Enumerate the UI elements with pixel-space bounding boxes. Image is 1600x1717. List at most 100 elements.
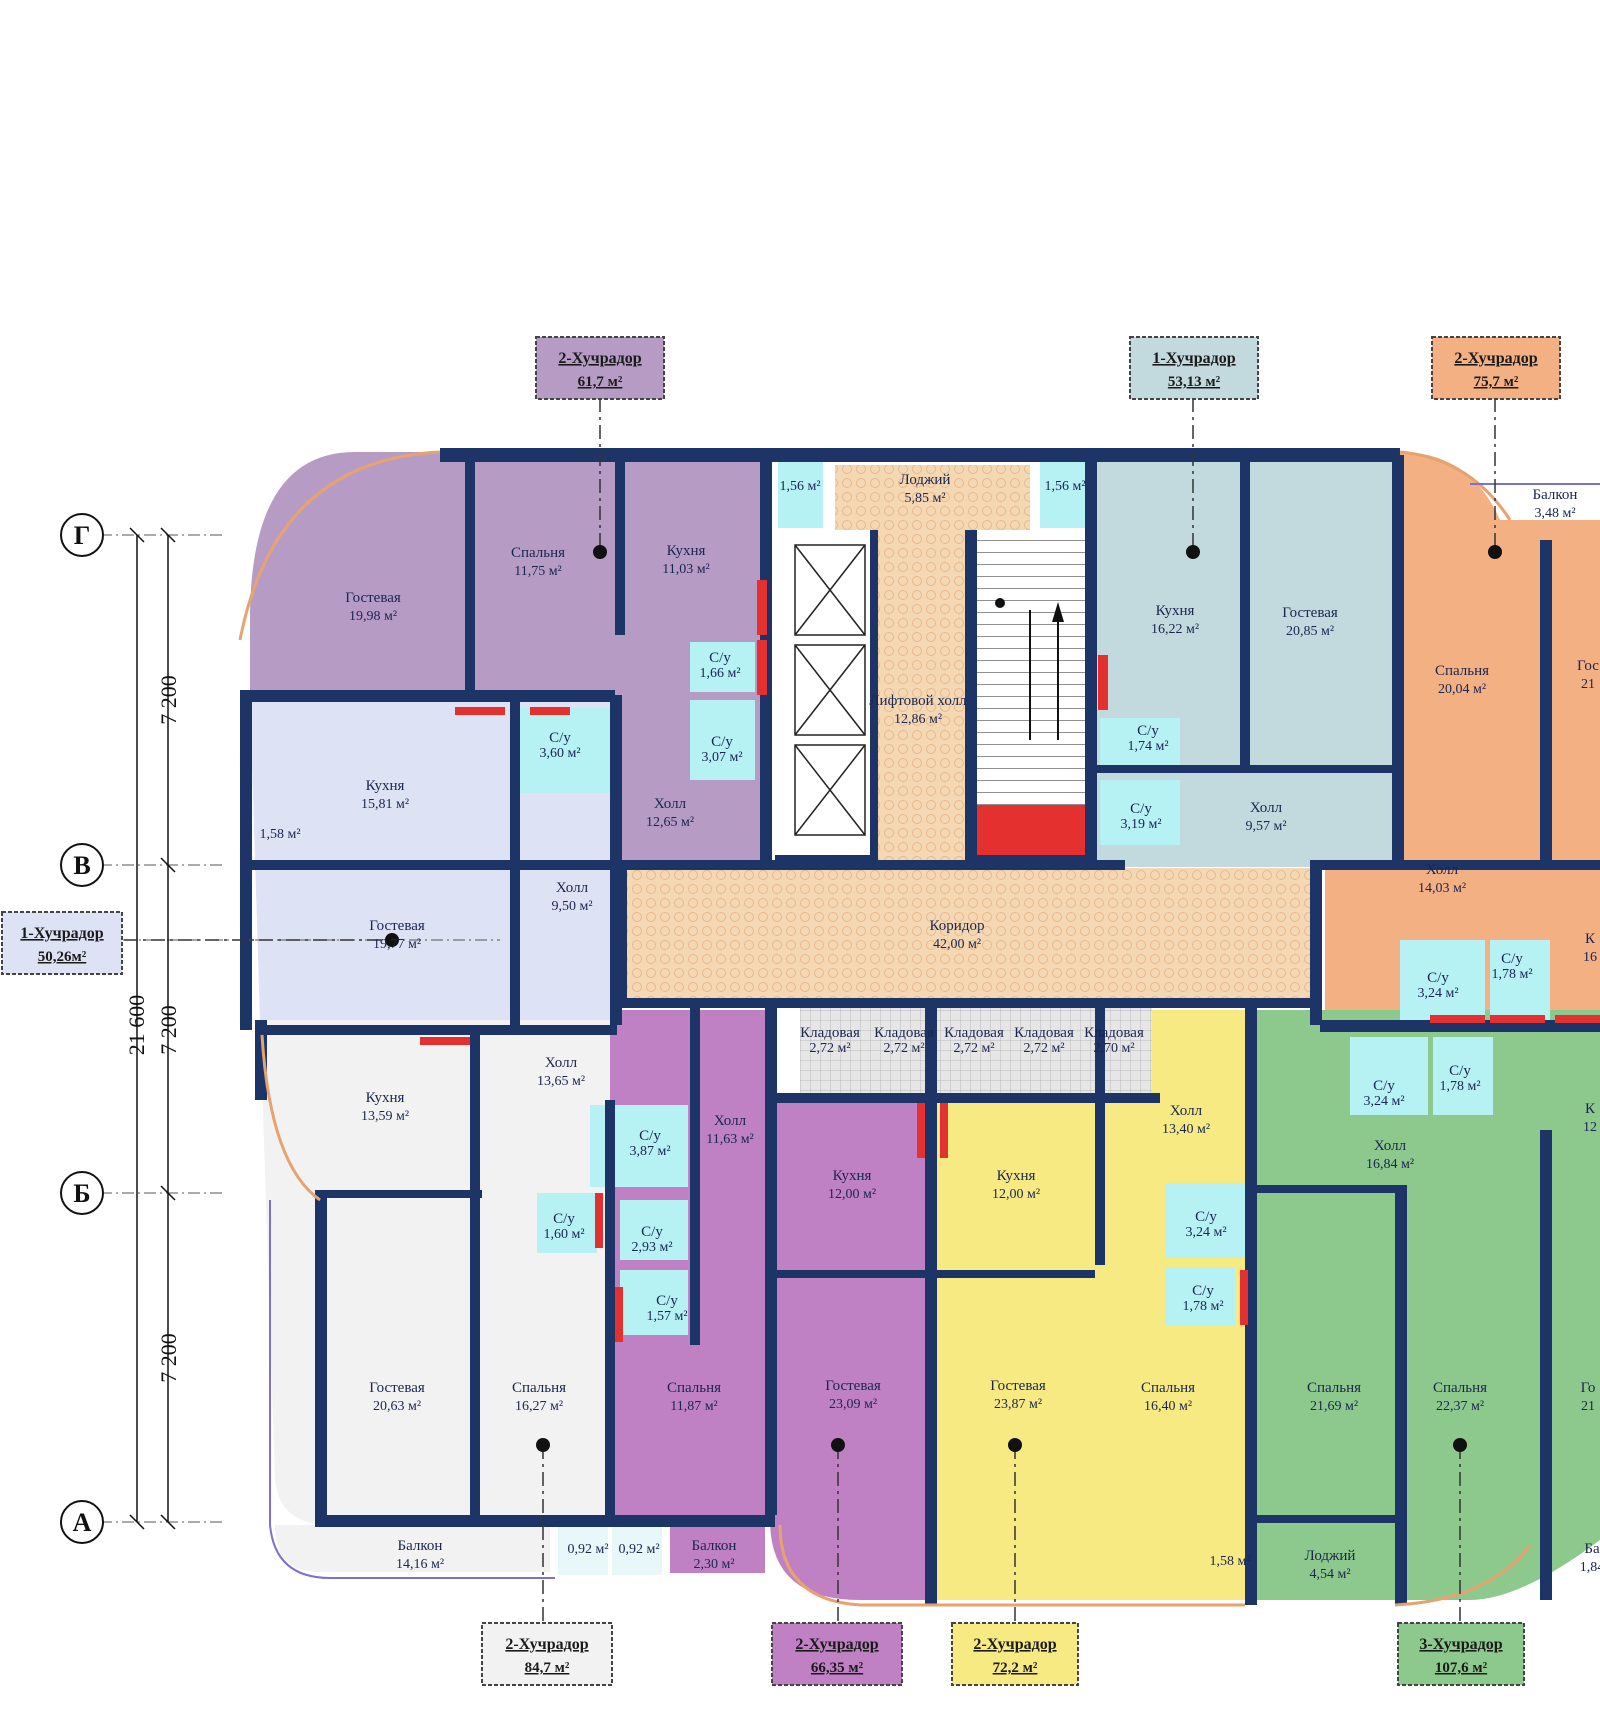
room-area: 1,78 м² [1491,967,1532,982]
grid-axes: Г В Б А [60,513,500,1544]
room-19: 1,58 м² [259,827,300,842]
room-label: С/у [709,650,731,666]
room-30: С/у3,87 м² [629,1128,670,1159]
room-64: Ба1,84 [1580,1541,1600,1575]
tag-box [1129,336,1259,400]
tag-dots [385,545,1502,1452]
room-area: 15,81 м² [361,797,409,812]
tag-leaders [124,398,1496,1640]
dim-span-3: 7 200 [156,1333,181,1383]
room-area: 20,85 м² [1286,624,1334,639]
room-area: 1,58 м² [1209,1554,1250,1569]
axis-v: В [73,851,90,880]
room-area: 11,75 м² [514,564,562,579]
room-label: Холл [1374,1138,1407,1154]
room-3: 1,56 м² [779,479,820,494]
balcony-left [275,1525,550,1572]
room-area: 2,30 м² [693,1557,734,1572]
room-area: 3,24 м² [1185,1225,1226,1240]
room-label: Холл [654,796,687,812]
axis-g: Г [74,521,91,550]
outer-frame-violet [269,483,1600,1579]
room-area: 13,59 м² [361,1109,409,1124]
room-label: Коридор [930,918,985,934]
room-label: Лоджий [1305,1548,1356,1564]
room-label: Ба [1584,1541,1600,1557]
room-label: С/у [553,1211,575,1227]
room-label: Го [1581,1380,1596,1396]
room-area: 14,16 м² [396,1557,444,1572]
unit-green [1250,1010,1600,1600]
room-area: 1,78 м² [1439,1079,1480,1094]
room-area: 1,57 м² [646,1309,687,1324]
tag-box [951,1622,1079,1686]
room-area: 13,40 м² [1162,1122,1210,1137]
tag-title: 2-Хучрадор [973,1636,1056,1653]
outer-frame [238,450,1532,1607]
room-28: Кухня 13,59 м² [361,1090,409,1124]
room-label: С/у [656,1293,678,1309]
room-area: 22,37 м² [1436,1399,1484,1414]
room-27: К16 [1583,931,1597,965]
room-label: Холл [545,1055,578,1071]
core-loggia [835,465,1030,530]
room-label: Гостевая [825,1378,881,1394]
room-label: Гостевая [369,1380,425,1396]
room-label: Гостевая [990,1378,1046,1394]
room-label: С/у [641,1224,663,1240]
room-label: К [1585,1101,1596,1117]
room-area: 3,07 м² [701,750,742,765]
tag-area: 84,7 м² [525,1660,570,1676]
room-4: С/у1,66 м² [699,650,740,681]
tag-area: 66,35 м² [811,1660,864,1676]
room-62: 1,58 м² [1209,1554,1250,1569]
lift-hall-floor [870,530,970,865]
pantries-floor [800,1003,1152,1093]
tag-area: 50,26м² [38,949,87,965]
tag-area: 61,7 м² [578,374,623,390]
room-label: С/у [549,730,571,746]
room-41: С/у1,78 м² [1182,1283,1223,1314]
stair-arrow-head [1052,602,1064,622]
room-area: 14,03 м² [1418,881,1466,896]
dim-span-1: 7 200 [156,675,181,725]
tag-title: 2-Хучрадор [1454,350,1537,367]
room-label: Кухня [833,1168,872,1184]
room-area: 11,63 м² [706,1132,754,1147]
room-12: С/у3,19 м² [1120,801,1161,832]
room-area: 16,40 м² [1144,1399,1192,1414]
room-label: Кладовая [944,1025,1004,1041]
room-label: С/у [1192,1283,1214,1299]
room-label: Кухня [366,1090,405,1106]
tag-box [1397,1622,1525,1686]
room-area: 0,92 м² [618,1542,659,1557]
unit-violet [250,452,770,870]
room-area: 12 [1583,1120,1597,1135]
